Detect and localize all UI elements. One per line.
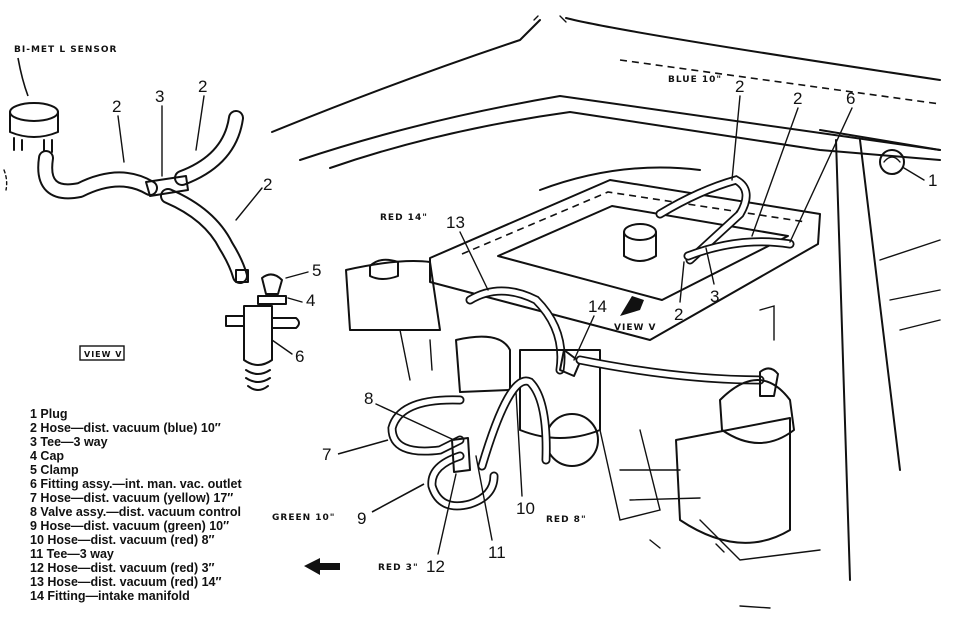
sensor-label: BI-MET L SENSOR — [14, 45, 117, 55]
callout-1: 1 — [928, 171, 937, 190]
engine-block — [399, 15, 941, 609]
callout-2-detail-b: 2 — [198, 77, 207, 96]
callout-13: 13 — [446, 213, 465, 232]
sensor-leader — [17, 57, 29, 97]
parts-legend: 1 Plug 2 Hose—dist. vacuum (blue) 10″ 3 … — [30, 407, 242, 603]
legend-item: 6 Fitting assy.—int. man. vac. outlet — [30, 477, 242, 491]
callout-9: 9 — [357, 509, 366, 528]
view-v-tag — [79, 345, 125, 361]
callout-4: 4 — [306, 291, 315, 310]
callout-3-main: 3 — [710, 287, 719, 306]
legend-item: 5 Clamp — [30, 463, 79, 477]
legend-item: 2 Hose—dist. vacuum (blue) 10″ — [30, 421, 221, 435]
callout-2-detail-a: 2 — [112, 97, 121, 116]
legend-item: 4 Cap — [30, 449, 64, 463]
red-14-hose — [465, 286, 566, 375]
callout-2-detail-c: 2 — [263, 175, 272, 194]
detail-view-v: BI-MET L SENSOR — [3, 45, 321, 391]
filter-canister — [675, 367, 795, 544]
callout-2-main-c: 2 — [674, 305, 683, 324]
engine-bay: VIEW V BLUE 10" RED 14" GREEN 10" RED 8"… — [271, 15, 941, 609]
callout-14: 14 — [588, 297, 607, 316]
legend-item: 14 Fitting—intake manifold — [30, 589, 190, 603]
legend-item: 8 Valve assy.—dist. vacuum control — [30, 505, 241, 519]
label-green-10: GREEN 10" — [272, 513, 336, 523]
bimetal-sensor — [3, 102, 59, 191]
front-direction-arrow — [304, 558, 340, 575]
label-red-8: RED 8" — [546, 515, 587, 525]
callout-12: 12 — [426, 557, 445, 576]
callout-10: 10 — [516, 499, 535, 518]
legend-item: 13 Hose—dist. vacuum (red) 14″ — [30, 575, 221, 589]
callout-5: 5 — [312, 261, 321, 280]
callout-2-main-a: 2 — [735, 77, 744, 96]
legend-item: 10 Hose—dist. vacuum (red) 8″ — [30, 533, 215, 547]
legend-item: 1 Plug — [30, 407, 68, 421]
callout-2-main-b: 2 — [793, 89, 802, 108]
callout-6-main: 6 — [846, 89, 855, 108]
label-red-14: RED 14" — [380, 213, 428, 223]
view-v-main-label: VIEW V — [614, 323, 657, 333]
view-v-arrow — [620, 296, 644, 316]
legend-item: 9 Hose—dist. vacuum (green) 10″ — [30, 519, 229, 533]
lower-hose-loops — [387, 376, 551, 511]
hood-edge — [271, 19, 541, 133]
detail-hoses — [37, 110, 249, 284]
callout-8: 8 — [364, 389, 373, 408]
legend-item: 12 Hose—dist. vacuum (red) 3″ — [30, 561, 215, 575]
legend-item: 11 Tee—3 way — [30, 547, 114, 561]
plug — [879, 149, 905, 175]
callout-3-detail: 3 — [155, 87, 164, 106]
legend-item: 7 Hose—dist. vacuum (yellow) 17″ — [30, 491, 233, 505]
callout-6-detail: 6 — [295, 347, 304, 366]
legend-item: 3 Tee—3 way — [30, 435, 108, 449]
intake-hose — [575, 355, 765, 385]
callout-11: 11 — [488, 543, 506, 562]
callout-7: 7 — [322, 445, 331, 464]
blue-hoses — [655, 175, 795, 265]
label-red-3: RED 3" — [378, 563, 419, 573]
fitting-assembly — [225, 273, 300, 391]
label-blue-10: BLUE 10" — [668, 75, 722, 85]
view-v-detail-label: VIEW V — [84, 350, 122, 359]
